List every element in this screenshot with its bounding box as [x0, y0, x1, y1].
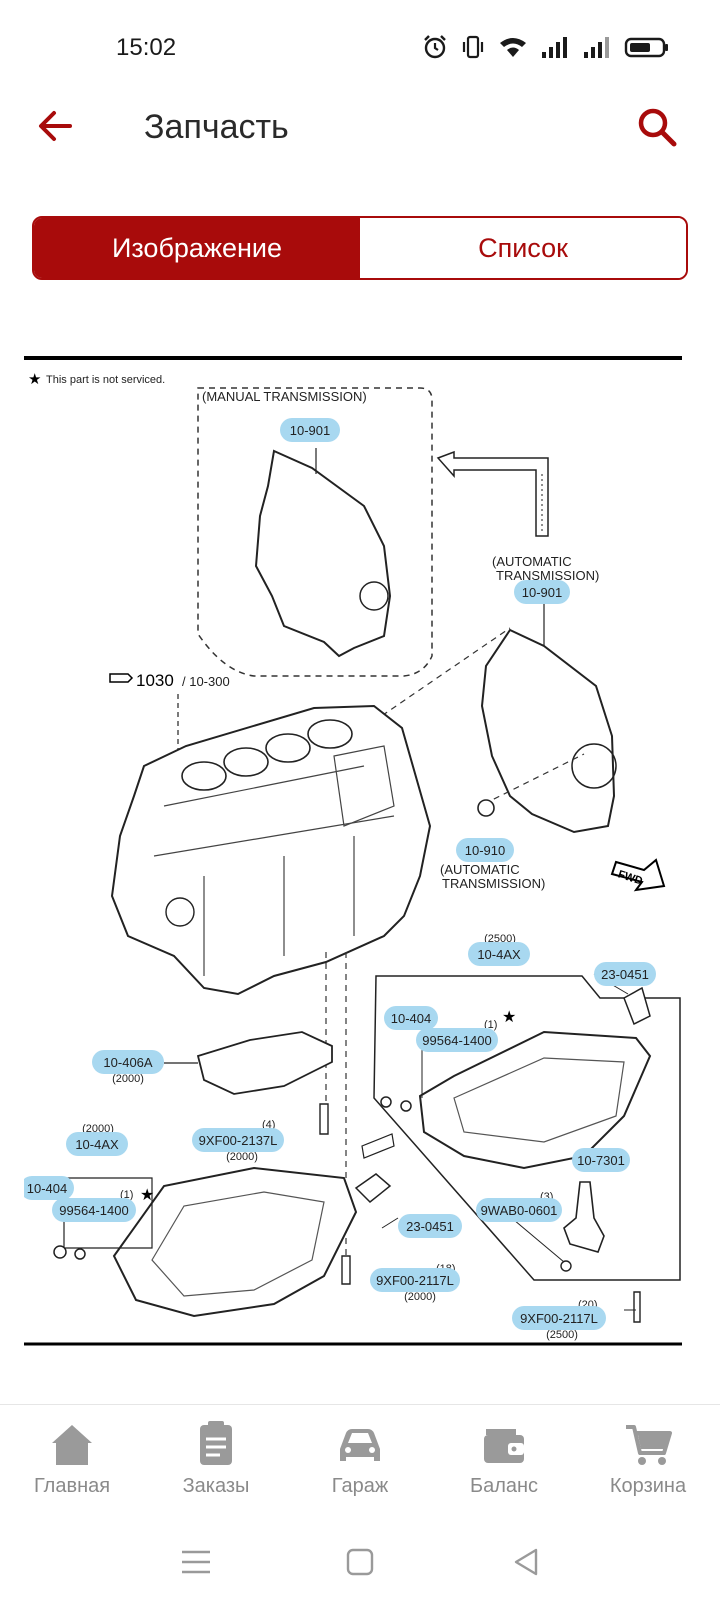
callout-9xf00-2117l-2000[interactable]: (18) 9XF00-2117L (2000) — [370, 1263, 460, 1303]
menu-icon[interactable] — [176, 1542, 216, 1582]
callout-code: 23-0451 — [601, 967, 649, 982]
orders-icon — [200, 1421, 232, 1465]
callout-10-406a[interactable]: 10-406A (2000) — [92, 1050, 164, 1085]
nav-item-balance[interactable]: Баланс — [432, 1405, 576, 1514]
cart-icon — [626, 1425, 672, 1465]
page-title: Запчасть — [144, 108, 289, 146]
alarm-icon — [424, 35, 446, 59]
callout-10-901-manual[interactable]: 10-901 — [280, 418, 340, 442]
wifi-icon — [500, 38, 526, 57]
auto-transmission-label-4: TRANSMISSION) — [442, 876, 545, 891]
callout-qty: (2000) — [112, 1073, 144, 1085]
nav-item-garage[interactable]: Гараж — [288, 1405, 432, 1514]
callout-code: 10-4AX — [75, 1137, 119, 1152]
nav-label: Баланс — [469, 1475, 539, 1497]
callout-code: 23-0451 — [406, 1219, 454, 1234]
ref-1030: 1030 — [136, 671, 174, 690]
callout-note: (2000) — [404, 1291, 436, 1303]
callout-code: 10-7301 — [577, 1153, 625, 1168]
callout-10-910[interactable]: 10-910 — [456, 838, 514, 862]
nav-label: Гараж — [331, 1475, 389, 1497]
parts-diagram-svg: ★ This part is not serviced. (MANUAL TRA… — [24, 356, 682, 1346]
callout-99564-1400-left[interactable]: (1) 99564-1400 — [52, 1189, 136, 1222]
vibrate-icon — [462, 35, 484, 59]
battery-icon — [624, 37, 668, 58]
callout-code: 10-901 — [290, 423, 330, 438]
callout-99564-1400-right[interactable]: (1) 99564-1400 — [416, 1019, 498, 1052]
home-icon — [52, 1425, 92, 1465]
callout-9xf00-2137l[interactable]: (4) 9XF00-2137L (2000) — [192, 1119, 284, 1163]
nav-item-home[interactable]: Главная — [0, 1405, 144, 1514]
callout-code: 99564-1400 — [59, 1203, 128, 1218]
callout-10-404-right[interactable]: 10-404 — [384, 1006, 438, 1030]
status-time: 15:02 — [116, 34, 177, 61]
callout-code: 10-404 — [27, 1181, 67, 1196]
callout-note: (2000) — [226, 1151, 258, 1163]
callout-code: 9XF00-2117L — [520, 1311, 598, 1326]
callout-9wab0-0601[interactable]: (3) 9WAB0-0601 — [476, 1191, 562, 1222]
wallet-icon — [484, 1429, 524, 1463]
callout-code: 10-910 — [465, 843, 505, 858]
arrow-left-icon — [39, 111, 72, 141]
callout-code: 10-406A — [103, 1055, 152, 1070]
tab-list[interactable]: Список — [360, 218, 686, 278]
svg-text:★: ★ — [28, 371, 41, 388]
callout-10-4ax-2500[interactable]: (2500) 10-4AX — [468, 933, 530, 966]
callout-qty: (1) — [484, 1019, 497, 1031]
view-toggle: Изображение Список — [32, 216, 688, 280]
signal-icon — [542, 37, 567, 58]
callout-code: 9XF00-2117L — [376, 1273, 454, 1288]
signal-icon — [584, 37, 609, 58]
app-bar: Запчасть — [0, 96, 720, 166]
nav-item-cart[interactable]: Корзина — [576, 1405, 720, 1514]
callout-code: 10-901 — [522, 585, 562, 600]
back-button[interactable] — [34, 104, 78, 148]
home-square-icon[interactable] — [340, 1542, 380, 1582]
callout-9xf00-2117l-2500[interactable]: (20) 9XF00-2117L (2500) — [512, 1299, 606, 1341]
manual-transmission-label: (MANUAL TRANSMISSION) — [202, 389, 367, 404]
callout-23-0451-bottom[interactable]: 23-0451 — [398, 1214, 462, 1238]
system-nav — [0, 1520, 720, 1600]
callout-23-0451-top[interactable]: 23-0451 — [594, 962, 656, 986]
callout-10-404-left[interactable]: 10-404 — [24, 1176, 74, 1200]
callout-code: 9WAB0-0601 — [481, 1203, 558, 1218]
callout-code: 10-404 — [391, 1011, 431, 1026]
auto-transmission-label-2: TRANSMISSION) — [496, 568, 599, 583]
back-triangle-icon[interactable] — [506, 1542, 546, 1582]
svg-text:★: ★ — [502, 1009, 516, 1026]
nav-label: Корзина — [609, 1475, 687, 1497]
search-icon — [638, 108, 677, 147]
tab-image[interactable]: Изображение — [34, 218, 360, 278]
callout-code: 99564-1400 — [422, 1033, 491, 1048]
callout-note: (2500) — [546, 1329, 578, 1341]
bottom-nav: Главная Заказы Гараж Баланс — [0, 1404, 720, 1514]
car-icon — [340, 1429, 380, 1461]
callout-code: 9XF00-2137L — [199, 1133, 278, 1148]
nav-item-orders[interactable]: Заказы — [144, 1405, 288, 1514]
status-icons — [422, 34, 670, 60]
status-bar: 15:02 — [0, 0, 720, 96]
callout-10-901-auto[interactable]: 10-901 — [514, 580, 570, 604]
search-button[interactable] — [634, 104, 680, 150]
ref-10-300: / 10-300 — [182, 674, 230, 689]
not-serviced-note: This part is not serviced. — [46, 374, 165, 386]
parts-diagram: ★ This part is not serviced. (MANUAL TRA… — [24, 356, 696, 1376]
nav-label: Заказы — [182, 1475, 250, 1497]
svg-text:★: ★ — [140, 1187, 154, 1204]
callout-10-7301[interactable]: 10-7301 — [572, 1148, 630, 1172]
callout-code: 10-4AX — [477, 947, 521, 962]
auto-transmission-label-3: (AUTOMATIC — [440, 862, 520, 877]
callout-10-4ax-2000[interactable]: (2000) 10-4AX — [66, 1123, 128, 1156]
auto-transmission-label: (AUTOMATIC — [492, 554, 572, 569]
nav-label: Главная — [33, 1475, 111, 1497]
